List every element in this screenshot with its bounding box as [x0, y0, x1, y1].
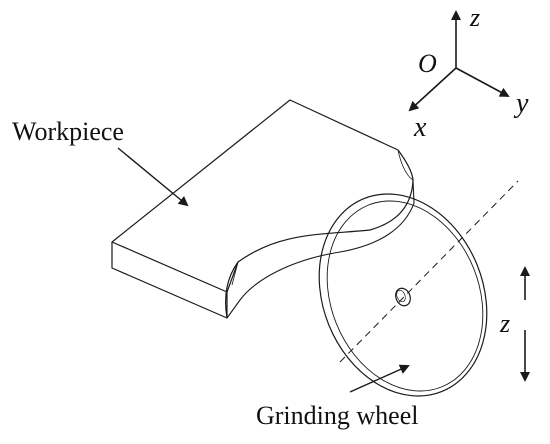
- workpiece-cut-face: [225, 261, 239, 319]
- workpiece-pointer-arrow: [117, 147, 189, 207]
- wheel-axis-line: [339, 180, 519, 363]
- coordinate-frame: [408, 10, 510, 112]
- origin-label: O: [418, 49, 437, 78]
- wheel-rim-outer: [318, 193, 488, 397]
- motion-z-label: z: [499, 309, 510, 338]
- workpiece-block: [111, 99, 415, 319]
- z-axis-label: z: [469, 3, 480, 32]
- wheel-hub-hole: [395, 287, 411, 307]
- grinding-wheel-label: Grinding wheel: [256, 401, 418, 430]
- x-axis-arrow: [408, 67, 457, 112]
- workpiece-label: Workpiece: [12, 117, 124, 146]
- y-axis-label: y: [513, 88, 529, 119]
- grinding-wheel-pointer-arrow: [349, 364, 410, 393]
- workpiece-top-face: [111, 99, 414, 293]
- y-axis-arrow: [455, 67, 510, 97]
- x-axis-label: x: [413, 112, 427, 143]
- workpiece-left-face: [111, 242, 228, 319]
- wheel-rim-inner: [326, 200, 484, 392]
- grinding-wheel: [318, 193, 488, 397]
